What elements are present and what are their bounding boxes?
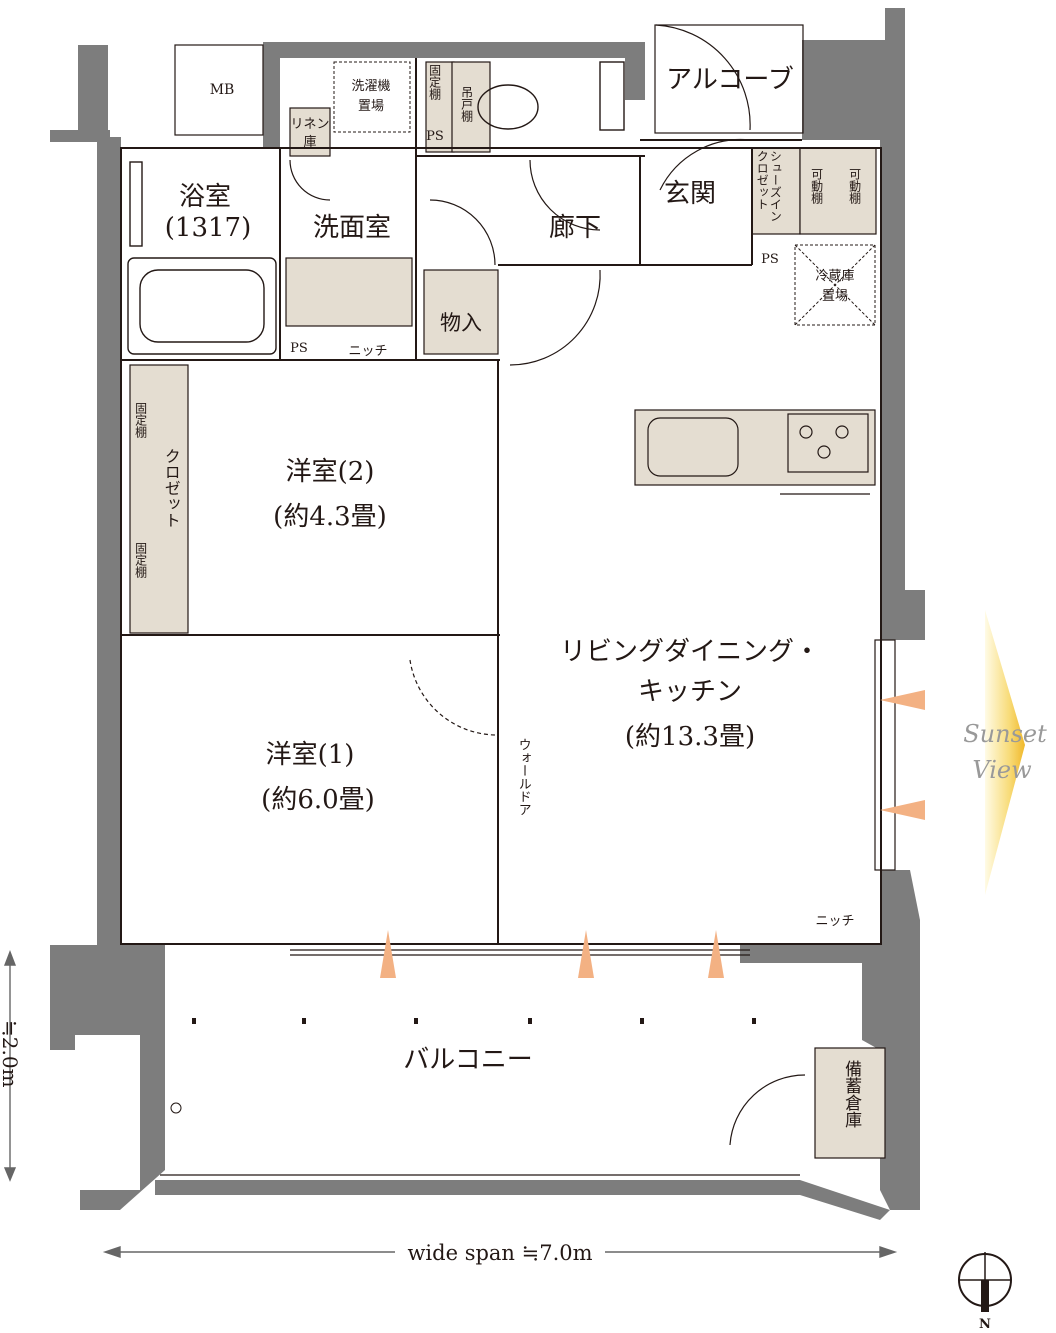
compass-n-label: N bbox=[979, 1317, 991, 1332]
sunset-arrow bbox=[985, 610, 1025, 895]
wall-door-label: ウォールドア bbox=[515, 738, 531, 816]
storage-label: 物入 bbox=[440, 311, 482, 335]
shoe-closet-label: シューズインクロゼット bbox=[755, 150, 783, 222]
vanity bbox=[285, 257, 413, 327]
western2-size: (約4.3畳) bbox=[273, 502, 387, 532]
interior-walls bbox=[120, 24, 882, 945]
fridge-label-2: 置場 bbox=[822, 289, 848, 304]
linen-label-1: リネン bbox=[290, 117, 329, 132]
kitchen-fixtures bbox=[647, 413, 870, 495]
closet-label: クロゼット bbox=[161, 448, 181, 528]
washer-area bbox=[333, 61, 411, 133]
washer-label-1: 洗濯機 bbox=[351, 79, 390, 94]
niche-label-ldk: ニッチ bbox=[815, 914, 854, 929]
washer-label-2: 置場 bbox=[358, 99, 384, 114]
reserve-storage bbox=[814, 1047, 886, 1159]
ldk-size: (約13.3畳) bbox=[625, 722, 755, 752]
ps-label-entrance: PS bbox=[761, 252, 779, 267]
western2-label: 洋室(2) bbox=[286, 457, 375, 487]
fixed-shelf-label-lower: 固定棚 bbox=[133, 542, 148, 578]
fixed-shelf-top-label: 固定棚 bbox=[427, 64, 442, 100]
balcony-label: バルコニー bbox=[403, 1045, 532, 1075]
windows bbox=[160, 639, 896, 1176]
bath-size: (1317) bbox=[165, 213, 251, 243]
western1-size: (約6.0畳) bbox=[261, 785, 375, 815]
ps-label-top: PS bbox=[426, 129, 444, 144]
ps-label-wash: PS bbox=[290, 341, 308, 356]
movable-shelf bbox=[799, 147, 877, 235]
accent-markers bbox=[380, 690, 925, 978]
corridor-label: 廊下 bbox=[549, 213, 601, 243]
linen-label-2: 庫 bbox=[303, 135, 316, 150]
depth-dimension: ≒2.0m bbox=[0, 1020, 22, 1088]
mb-label: MB bbox=[210, 82, 235, 98]
kitchen-counter bbox=[634, 409, 876, 486]
western1-label: 洋室(1) bbox=[266, 740, 355, 770]
reserve-storage-label: 備蓄倉庫 bbox=[841, 1060, 862, 1128]
storage-closet bbox=[423, 269, 499, 355]
ldk-label-1: リビングダイニング・ bbox=[560, 637, 820, 667]
sunset-label-2: View bbox=[972, 756, 1032, 784]
door-swings bbox=[289, 24, 806, 1146]
entrance-label: 玄関 bbox=[664, 179, 716, 209]
hanging-shelf-label: 吊戸棚 bbox=[459, 86, 474, 122]
dimension-lines bbox=[3, 950, 898, 1258]
movable-shelf-label-2: 可動棚 bbox=[847, 168, 862, 204]
bath-label: 浴室 bbox=[179, 182, 231, 212]
fridge-area bbox=[794, 244, 876, 326]
span-dimension: wide span ≒7.0m bbox=[407, 1241, 592, 1265]
fixed-shelf-top bbox=[425, 61, 455, 153]
sunset-label-1: Sunset bbox=[963, 720, 1047, 748]
alcove-label: アルコーブ bbox=[666, 65, 794, 95]
bathtub bbox=[127, 161, 277, 355]
closet-fixed-shelf bbox=[129, 364, 189, 634]
fixed-shelf-label-upper: 固定棚 bbox=[133, 402, 148, 438]
ldk-label-2: キッチン bbox=[638, 677, 742, 707]
exterior-walls bbox=[50, 8, 925, 1220]
compass-icon bbox=[958, 1252, 1012, 1312]
toilet bbox=[477, 61, 625, 131]
washroom-label: 洗面室 bbox=[313, 213, 391, 243]
movable-shelf-label-1: 可動棚 bbox=[809, 168, 824, 204]
balcony-posts bbox=[170, 1018, 756, 1114]
fridge-label-1: 冷蔵庫 bbox=[815, 269, 854, 284]
niche-label-wash: ニッチ bbox=[348, 344, 387, 359]
